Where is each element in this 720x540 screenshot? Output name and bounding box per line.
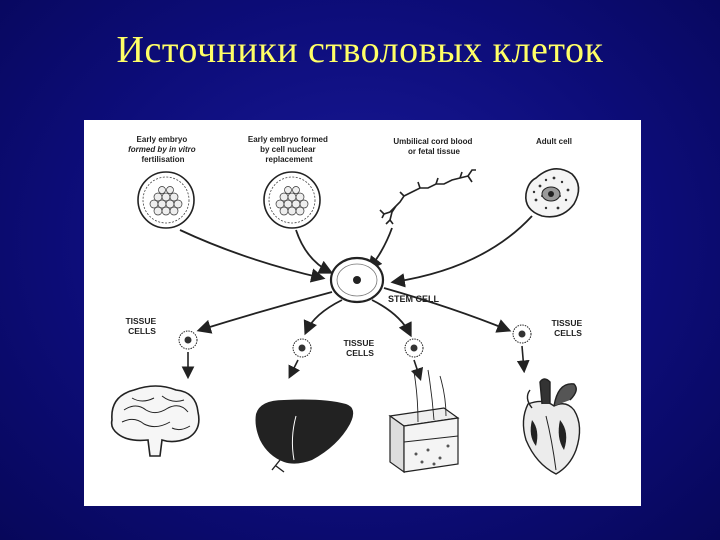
tissue-label-left: TISSUE CELLS	[125, 316, 158, 336]
brain-icon	[110, 385, 200, 457]
embryo-ivf-icon	[137, 171, 195, 229]
diagram-canvas: Early embryo formed by in vitro fertilis…	[110, 135, 584, 475]
adult-cell-icon	[525, 168, 580, 218]
embryo-nuclear-replacement-icon	[263, 171, 321, 229]
slide-title: Источники стволовых клеток	[116, 29, 604, 71]
differentiation-arrows	[196, 287, 512, 338]
source-label-nuclear-replacement: Early embryo formed by cell nuclear repl…	[248, 135, 330, 164]
stem-cell-label: STEM CELL	[388, 294, 440, 304]
tissue-cell-icon-3	[404, 338, 424, 358]
tissue-cell-icon-1	[178, 330, 198, 350]
stem-cell-icon	[329, 256, 385, 304]
source-label-adult-cell: Adult cell	[536, 137, 572, 146]
heart-icon	[522, 378, 581, 475]
source-arrows	[179, 215, 533, 288]
umbilical-cord-icon	[379, 169, 476, 225]
tissue-label-right: TISSUE CELLS	[551, 318, 584, 338]
source-label-ivf: Early embryo formed by in vitro fertilis…	[128, 135, 198, 164]
skin-icon	[388, 369, 460, 474]
source-label-cord-blood: Umbilical cord blood or fetal tissue	[393, 137, 474, 156]
liver-icon	[255, 399, 354, 473]
stem-cell-diagram: Early embryo formed by in vitro fertilis…	[84, 120, 641, 506]
tissue-cell-icon-4	[512, 324, 532, 344]
tissue-cell-icon-2	[292, 338, 312, 358]
organ-arrows	[181, 345, 530, 382]
tissue-label-center: TISSUE CELLS	[343, 338, 376, 358]
